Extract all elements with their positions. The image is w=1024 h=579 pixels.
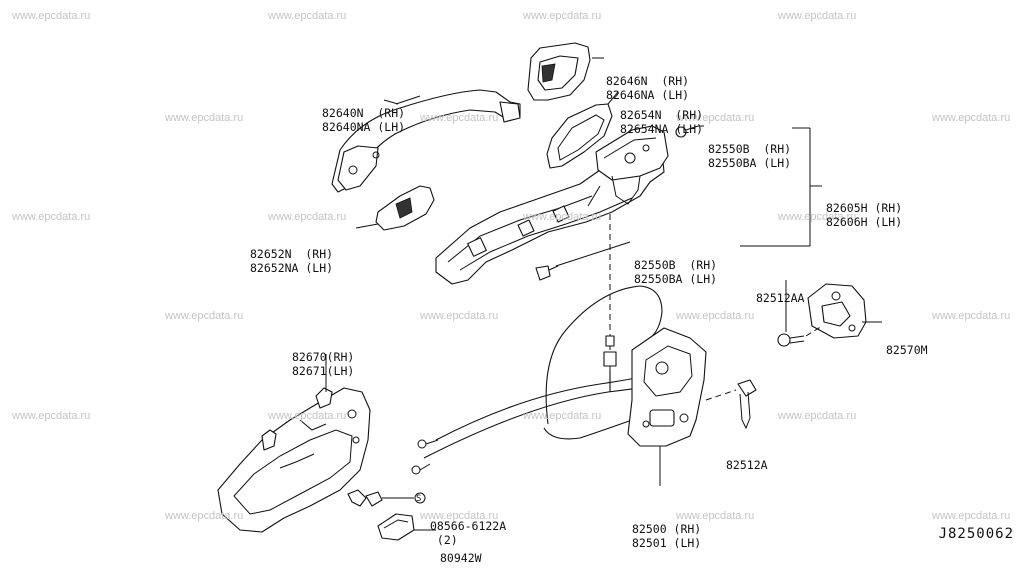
handle-gasket-front — [546, 91, 619, 169]
callout-handle-bracket-screw-upper: 82550B (RH)82550BA (LH) — [708, 142, 792, 170]
s-symbol-icon: S — [416, 494, 422, 504]
watermark: www.epcdata.ru — [676, 510, 755, 522]
watermark: www.epcdata.ru — [676, 112, 755, 124]
reference-code: J8250062 — [938, 526, 1014, 542]
watermark: www.epcdata.ru — [932, 510, 1011, 522]
callout-inside-handle: 82670(RH)82671(LH) — [292, 350, 355, 378]
watermark: www.epcdata.ru — [12, 211, 91, 223]
callout-handle-gasket-rear: 82652N (RH)82652NA (LH) — [250, 247, 334, 275]
watermark: www.epcdata.ru — [165, 112, 244, 124]
handle-bracket-assembly — [435, 125, 669, 285]
watermark: www.epcdata.ru — [268, 211, 347, 223]
callout-handle-bracket-screw-lower: 82550B (RH)82550BA (LH) — [634, 258, 718, 286]
watermark: www.epcdata.ru — [268, 10, 347, 22]
outside-handle — [331, 89, 521, 193]
watermark: www.epcdata.ru — [778, 10, 857, 22]
watermark: www.epcdata.ru — [12, 10, 91, 22]
watermark: www.epcdata.ru — [523, 10, 602, 22]
callout-handle-gasket-front: 82654N (RH)82654NA (LH) — [620, 108, 704, 136]
leader-outside-handle — [383, 99, 399, 105]
parts-diagram — [217, 42, 882, 541]
callout-outside-handle: 82640N (RH)82640NA (LH) — [322, 106, 406, 134]
callout-lock-screw: 82512A — [726, 458, 768, 472]
watermark: www.epcdata.ru — [523, 211, 602, 223]
watermark: www.epcdata.ru — [523, 410, 602, 422]
callout-outside-handle-escutcheon: 82646N (RH)82646NA (LH) — [606, 74, 690, 102]
watermark: www.epcdata.ru — [420, 510, 499, 522]
callout-handle-bracket-assembly: 82605H (RH)82606H (LH) — [826, 201, 903, 229]
callout-door-lock-actuator: 82500 (RH)82501 (LH) — [632, 522, 702, 550]
watermark: www.epcdata.ru — [676, 310, 755, 322]
callout-inside-handle-screw: 08566-6122A (2) — [430, 519, 507, 547]
bracket-callout-lines — [740, 127, 822, 247]
handle-bracket-screw-lower — [535, 241, 631, 281]
striker-screw — [777, 280, 823, 347]
watermark: www.epcdata.ru — [778, 410, 857, 422]
watermark: www.epcdata.ru — [268, 410, 347, 422]
watermark: www.epcdata.ru — [420, 112, 499, 124]
handle-bracket-screw-upper — [675, 125, 704, 138]
watermark: www.epcdata.ru — [932, 310, 1011, 322]
watermark: www.epcdata.ru — [932, 112, 1011, 124]
striker — [807, 283, 882, 339]
watermark: www.epcdata.ru — [420, 310, 499, 322]
watermark: www.epcdata.ru — [12, 410, 91, 422]
callout-striker: 82570M — [886, 343, 928, 357]
watermark: www.epcdata.ru — [778, 211, 857, 223]
lock-screw — [705, 379, 757, 430]
inside-handle-screw — [347, 489, 426, 507]
watermark: www.epcdata.ru — [165, 310, 244, 322]
clip — [377, 513, 436, 541]
callout-striker-screw: 82512AA — [756, 291, 805, 305]
door-lock-actuator — [411, 285, 707, 486]
watermark: www.epcdata.ru — [165, 510, 244, 522]
outside-handle-escutcheon — [527, 42, 604, 101]
diagram-drawing — [217, 42, 882, 541]
callout-clip: 80942W — [440, 551, 482, 565]
handle-gasket-rear — [355, 185, 435, 231]
inside-handle — [217, 354, 371, 533]
